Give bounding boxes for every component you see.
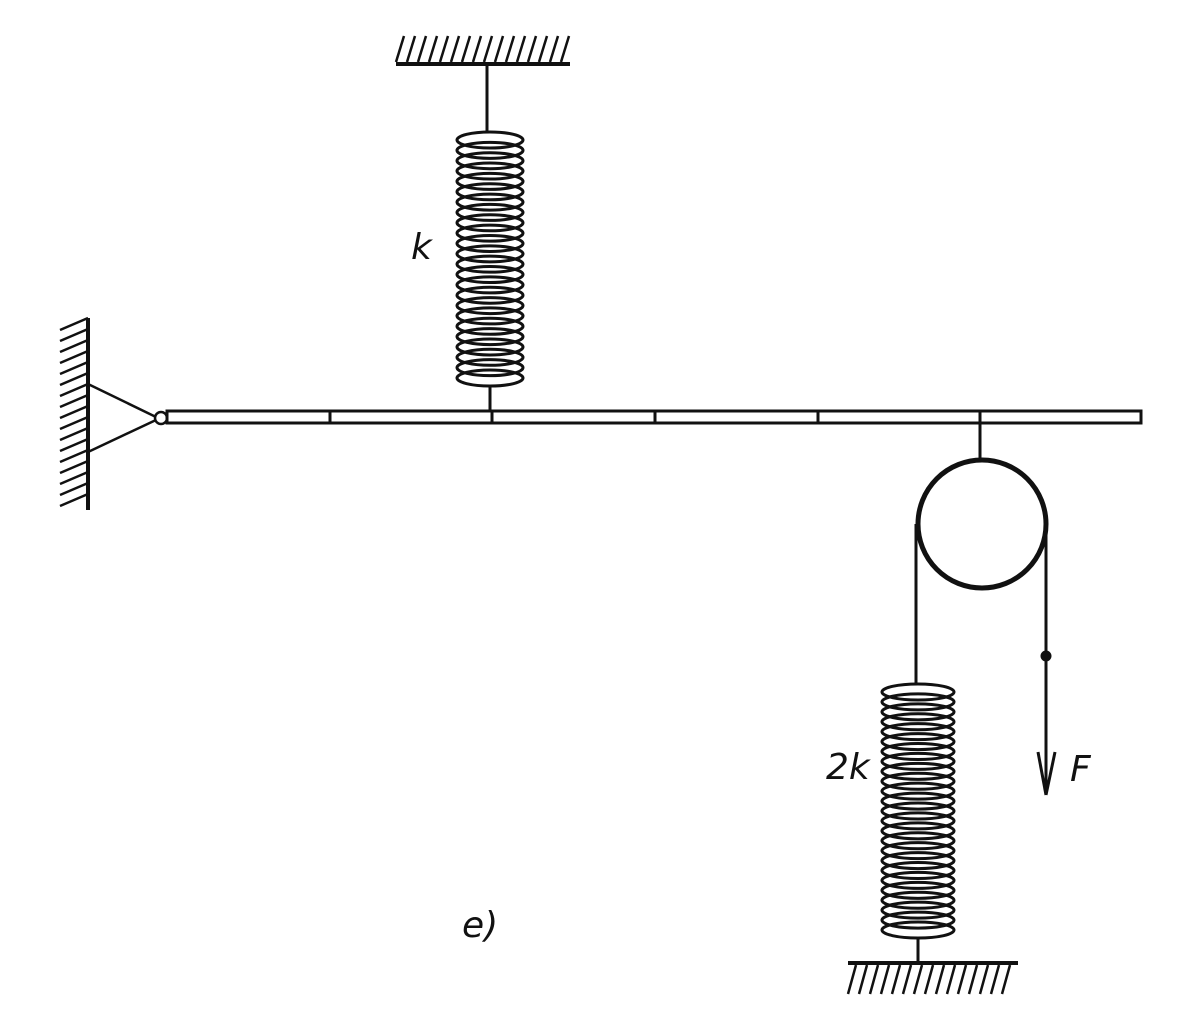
force-label: F	[1070, 749, 1091, 790]
top-ceiling-support	[394, 35, 571, 66]
pulley	[915, 423, 1049, 591]
left-wall-support	[59, 316, 90, 510]
rope	[914, 524, 1052, 795]
figure-tag: e)	[462, 905, 499, 946]
spring-k-label: k	[411, 227, 432, 268]
spring-2k	[880, 682, 956, 963]
beam	[165, 409, 1143, 425]
bottom-ground-support	[846, 961, 1018, 995]
pin-bracket	[87, 382, 169, 454]
spring-2k-label: 2k	[826, 747, 870, 788]
spring-k	[455, 64, 525, 411]
force-arrow	[1036, 751, 1057, 796]
